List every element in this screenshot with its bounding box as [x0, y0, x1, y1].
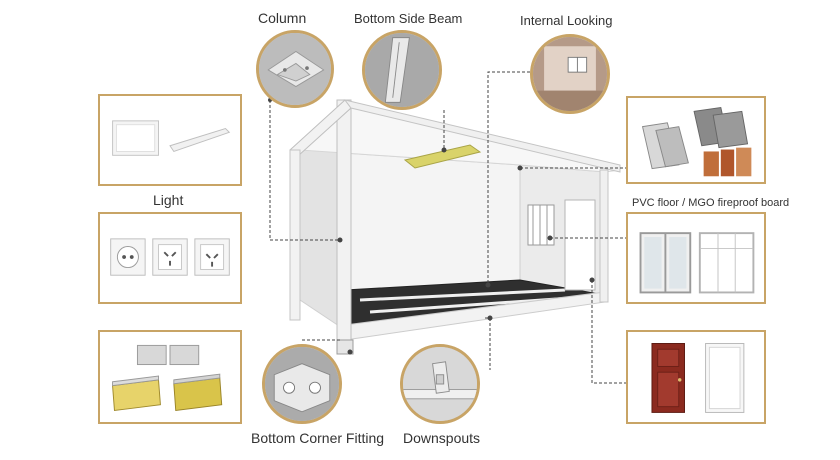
- label-light: Light: [153, 192, 184, 208]
- label-column: Column: [258, 10, 307, 26]
- top-side-beam: [343, 99, 621, 173]
- label-bottom-corner-fitting: Bottom Corner Fitting: [251, 430, 385, 446]
- label-pvc-floor-mgo: PVC floor / MGO fireproof board: [632, 197, 790, 209]
- floor-joist: [359, 288, 566, 302]
- sockets-image-box: [98, 212, 242, 304]
- bottom-corner-fitting-photo: [262, 344, 342, 424]
- back-column: [289, 149, 301, 321]
- label-bottom-side-beam: Bottom Side Beam: [354, 11, 463, 26]
- label-internal-looking: Internal Looking: [520, 13, 613, 28]
- end-column: [599, 169, 609, 303]
- internal-looking-photo: [530, 34, 610, 114]
- front-column: [336, 99, 352, 351]
- doors-image-box: [626, 330, 766, 424]
- pvc-floor-mgo-image-box: [626, 96, 766, 184]
- end-wall-door: [564, 199, 596, 291]
- ceiling-light-panel: [403, 144, 482, 169]
- sandwich-panel-image-box: [98, 330, 242, 424]
- windows-image-box: [626, 212, 766, 304]
- bottom-side-beam-photo: [362, 30, 442, 110]
- column-detail-photo: [256, 30, 334, 108]
- downspouts-photo: [400, 344, 480, 424]
- light-image-box: [98, 94, 242, 186]
- label-downspouts: Downspouts: [403, 430, 481, 446]
